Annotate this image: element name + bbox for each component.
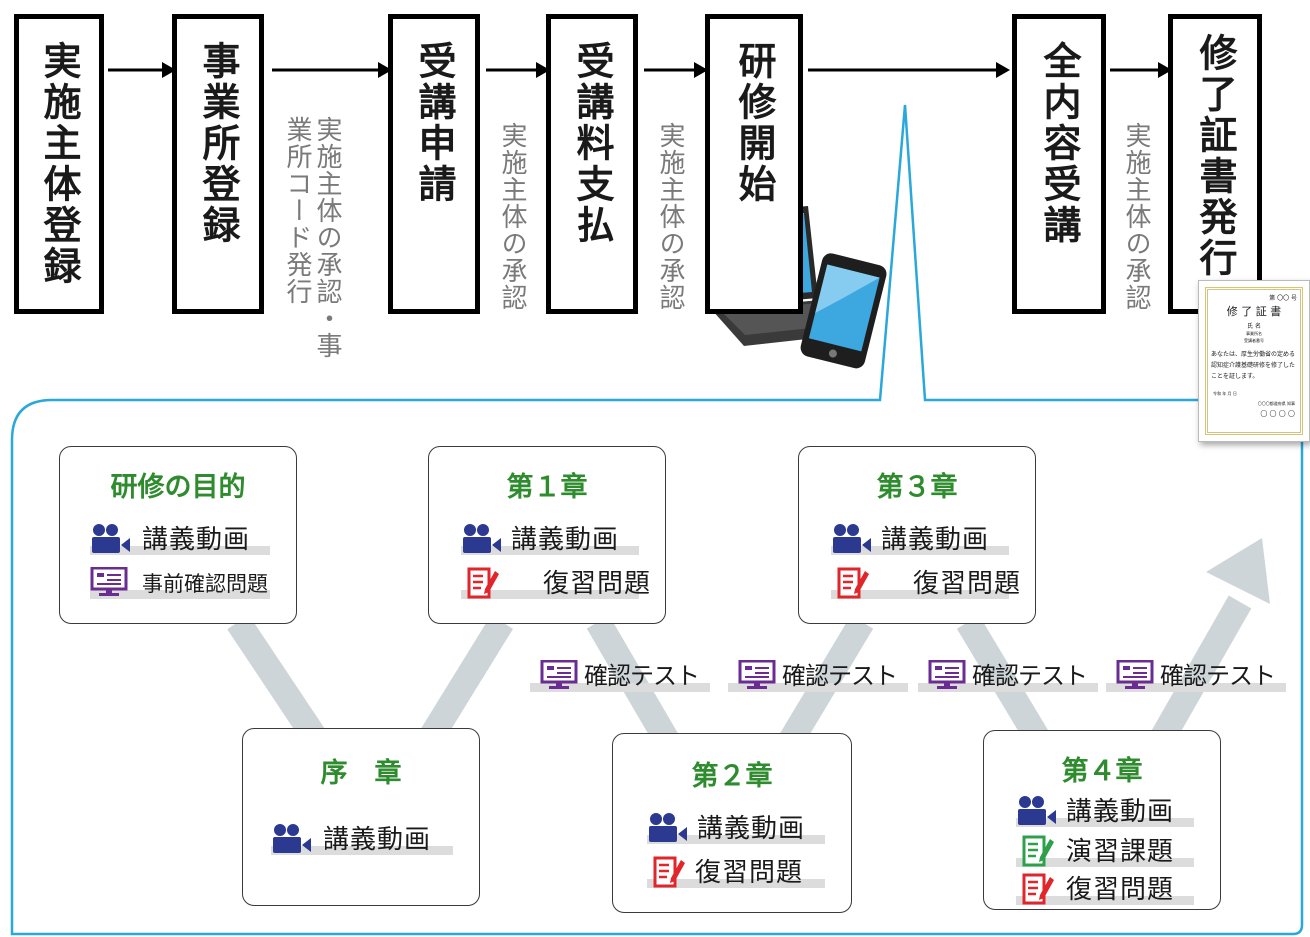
item-label: 復習問題 bbox=[1066, 875, 1175, 905]
item-label: 講義動画 bbox=[697, 814, 806, 844]
module-purpose: 研修の目的 講義動画 事前確認問題 bbox=[59, 446, 297, 624]
cert-line-a: 事業所名 bbox=[1246, 331, 1262, 336]
cert-title: 修 了 証 書 bbox=[1226, 305, 1282, 318]
check-test-4: 確認テスト bbox=[1106, 658, 1286, 692]
module-title: 第４章 bbox=[1061, 756, 1143, 787]
step-training-start: 研修開始 bbox=[705, 14, 803, 314]
pre-check-item: 事前確認問題 bbox=[90, 565, 270, 599]
item-label: 復習問題 bbox=[913, 569, 1022, 599]
step-complete-course: 全内容受講 bbox=[1012, 14, 1106, 314]
item-label: 講義動画 bbox=[1066, 797, 1175, 827]
video-camera-icon bbox=[833, 524, 871, 553]
step-label: 全内容受講 bbox=[1037, 41, 1081, 246]
check-test-1: 確認テスト bbox=[530, 658, 710, 692]
exercise-sheet-icon bbox=[1022, 835, 1054, 867]
note-line: 実施主体の承認 bbox=[497, 122, 527, 311]
step-label: 受講申請 bbox=[412, 41, 456, 205]
approval-note-application: 実施主体の承認 bbox=[497, 122, 527, 322]
module-title: 序 章 bbox=[320, 758, 402, 789]
note-line: ・事業所コード発行 bbox=[282, 116, 342, 359]
module-title: 研修の目的 bbox=[110, 472, 246, 503]
lecture-video-item: 講義動画 bbox=[90, 521, 270, 555]
video-camera-icon bbox=[649, 813, 687, 842]
item-label: 復習問題 bbox=[543, 569, 652, 599]
step-fee-payment: 受講料支払 bbox=[546, 14, 638, 314]
smartphone-icon bbox=[800, 253, 887, 369]
check-test-3: 確認テスト bbox=[918, 658, 1098, 692]
certificate-border bbox=[1205, 287, 1303, 435]
note-line: 実施主体の承認 bbox=[312, 116, 342, 305]
path-arrowhead bbox=[1206, 538, 1270, 604]
approval-note-office: 実施主体の承認・事業所コード発行 bbox=[282, 116, 342, 366]
step-certificate-issue: 修了証書発行 bbox=[1168, 14, 1262, 314]
video-camera-icon bbox=[463, 524, 501, 553]
module-title: 第３章 bbox=[876, 472, 958, 503]
cert-seal: 〇 〇 〇 〇 bbox=[1260, 410, 1295, 418]
lecture-video-item: 講義動画 bbox=[831, 521, 1009, 555]
cert-name: 氏 名 bbox=[1247, 323, 1261, 330]
module-prologue: 序 章 講義動画 bbox=[242, 728, 480, 906]
cert-date: 令和 年 月 日 bbox=[1213, 391, 1237, 396]
item-label: 講義動画 bbox=[142, 525, 251, 555]
module-title: 第２章 bbox=[691, 761, 773, 792]
cert-issuer: 〇〇〇都道府県 知事 bbox=[1257, 401, 1295, 406]
review-sheet-icon bbox=[653, 856, 685, 888]
item-label: 事前確認問題 bbox=[142, 572, 268, 596]
review-item: 復習問題 bbox=[647, 854, 825, 888]
cert-number: 第 〇〇 号 bbox=[1269, 295, 1297, 302]
step-label: 実施主体登録 bbox=[37, 41, 81, 287]
check-test-2: 確認テスト bbox=[728, 658, 908, 692]
lecture-video-item: 講義動画 bbox=[271, 821, 453, 855]
monitor-icon bbox=[738, 660, 776, 689]
step-application: 受講申請 bbox=[388, 14, 480, 314]
video-camera-icon bbox=[273, 824, 311, 853]
step-label: 修了証書発行 bbox=[1193, 33, 1237, 279]
item-label: 講義動画 bbox=[881, 525, 990, 555]
video-camera-icon bbox=[92, 524, 130, 553]
test-label: 確認テスト bbox=[782, 662, 898, 690]
item-label: 講義動画 bbox=[323, 825, 432, 855]
test-label: 確認テスト bbox=[584, 662, 700, 690]
monitor-icon bbox=[90, 567, 128, 596]
note-line: 実施主体の承認 bbox=[655, 122, 685, 311]
module-chapter-2: 第２章 講義動画 復習問題 bbox=[612, 733, 852, 913]
monitor-icon bbox=[1116, 660, 1154, 689]
module-title: 第１章 bbox=[506, 472, 588, 503]
approval-note-complete: 実施主体の承認 bbox=[1121, 122, 1151, 322]
module-chapter-3: 第３章 講義動画 復習問題 bbox=[798, 446, 1036, 624]
lecture-video-item: 講義動画 bbox=[461, 521, 639, 555]
cert-body: あなたは、厚生労働省の定める 認知症介護基礎研修を修了した ことを証します。 bbox=[1211, 351, 1296, 380]
monitor-icon bbox=[928, 660, 966, 689]
note-line: 実施主体の承認 bbox=[1121, 122, 1151, 311]
item-label: 復習問題 bbox=[695, 858, 804, 888]
item-label: 演習課題 bbox=[1066, 837, 1175, 867]
review-sheet-icon bbox=[1022, 873, 1054, 905]
lecture-video-item: 講義動画 bbox=[647, 810, 825, 844]
video-camera-icon bbox=[1018, 796, 1056, 825]
exercise-item: 演習課題 bbox=[1016, 833, 1194, 867]
module-chapter-4: 第４章 講義動画 演習課題 復習問題 bbox=[983, 730, 1221, 910]
review-item: 復習問題 bbox=[831, 565, 1020, 599]
step-implementer-registration: 実施主体登録 bbox=[14, 14, 104, 314]
test-label: 確認テスト bbox=[972, 662, 1088, 690]
module-chapter-1: 第１章 講義動画 復習問題 bbox=[428, 446, 666, 624]
test-label: 確認テスト bbox=[1160, 662, 1276, 690]
monitor-icon bbox=[540, 660, 578, 689]
review-item: 復習問題 bbox=[461, 565, 650, 599]
review-sheet-icon bbox=[837, 567, 869, 599]
review-sheet-icon bbox=[467, 567, 499, 599]
step-label: 事業所登録 bbox=[196, 41, 240, 246]
approval-note-payment: 実施主体の承認 bbox=[655, 122, 685, 322]
step-label: 受講料支払 bbox=[570, 41, 614, 246]
cert-line-b: 受講者番号 bbox=[1244, 338, 1264, 343]
lecture-video-item: 講義動画 bbox=[1016, 793, 1194, 827]
review-item: 復習問題 bbox=[1016, 871, 1194, 905]
step-office-registration: 事業所登録 bbox=[172, 14, 264, 314]
certificate-image: 第 〇〇 号 修 了 証 書 氏 名 事業所名 受講者番号 あなたは、厚生労働省… bbox=[1198, 280, 1310, 442]
item-label: 講義動画 bbox=[511, 525, 620, 555]
step-label: 研修開始 bbox=[732, 41, 776, 205]
